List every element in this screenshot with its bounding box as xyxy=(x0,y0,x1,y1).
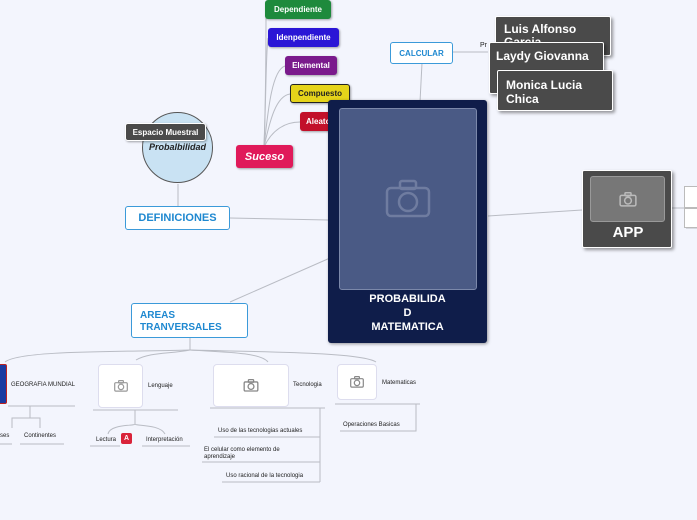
node-independiente[interactable]: Idenpendiente xyxy=(268,28,339,47)
central-title: PROBABILIDA D MATEMATICA xyxy=(328,292,487,334)
tecnologia-child-uso-racional[interactable]: Uso racional de la tecnologia xyxy=(226,473,304,479)
areas-label-line1: AREAS xyxy=(140,310,176,321)
calcular-side-label: Pr xyxy=(480,42,487,49)
areas-label-line2: TRANVERSALES xyxy=(140,322,222,333)
camera-icon xyxy=(385,179,431,218)
app-child-stub-bottom[interactable] xyxy=(684,208,697,228)
app-label: APP xyxy=(612,224,644,241)
lenguaje-child-lectura[interactable]: Lectura xyxy=(96,437,117,443)
central-title-line2: D xyxy=(403,307,412,319)
camera-icon xyxy=(350,376,364,388)
tecnologia-child-uso-actuales[interactable]: Uso de las tecnologias actuales xyxy=(218,428,303,434)
app-image-placeholder xyxy=(590,176,665,222)
camera-icon xyxy=(113,380,128,392)
geografia-child-continentes[interactable]: Continentes xyxy=(24,433,57,439)
node-compuesto[interactable]: Compuesto xyxy=(290,84,350,103)
central-title-line1: PROBABILIDA xyxy=(369,293,446,305)
geografia-image xyxy=(0,364,7,404)
node-espacio-muestral[interactable]: Espacio Muestral xyxy=(125,123,206,141)
node-central[interactable]: PROBABILIDA D MATEMATICA xyxy=(328,100,487,343)
tecnologia-image xyxy=(213,364,289,407)
node-dependiente[interactable]: Dependiente xyxy=(265,0,331,19)
node-calcular[interactable]: CALCULAR xyxy=(390,42,453,64)
matematicas-image xyxy=(337,364,377,400)
node-definiciones[interactable]: DEFINICIONES xyxy=(125,206,230,230)
matematicas-label[interactable]: Matematicas xyxy=(382,380,417,386)
geografia-label[interactable]: GEOGRAFIA MUNDIAL xyxy=(11,382,76,388)
lectura-icon: A xyxy=(121,433,132,444)
geografia-child-ses[interactable]: ses xyxy=(0,433,10,439)
lenguaje-image xyxy=(98,364,143,408)
node-suceso[interactable]: Suceso xyxy=(236,145,293,168)
camera-icon xyxy=(618,191,637,207)
node-areas-transversales[interactable]: AREAS TRANVERSALES xyxy=(131,303,248,338)
lenguaje-child-interpretacion[interactable]: Interpretación xyxy=(146,437,183,443)
central-title-line3: MATEMATICA xyxy=(371,321,444,333)
lenguaje-label[interactable]: Lenguaje xyxy=(148,383,173,389)
central-image-placeholder xyxy=(339,108,477,290)
probabilidad-label: Probalbilidad xyxy=(148,141,206,152)
matematicas-child-operaciones[interactable]: Operaciones Basicas xyxy=(343,422,400,428)
node-elemental[interactable]: Elemental xyxy=(285,56,337,75)
camera-icon xyxy=(243,379,259,392)
person-card-monica[interactable]: Monica Lucia Chica xyxy=(497,70,613,111)
app-child-stub-top[interactable] xyxy=(684,186,697,208)
tecnologia-label[interactable]: Tecnologia xyxy=(293,382,322,388)
tecnologia-child-celular[interactable]: El celular como elemento de aprendizaje xyxy=(204,447,280,460)
node-app[interactable]: APP xyxy=(582,170,672,248)
